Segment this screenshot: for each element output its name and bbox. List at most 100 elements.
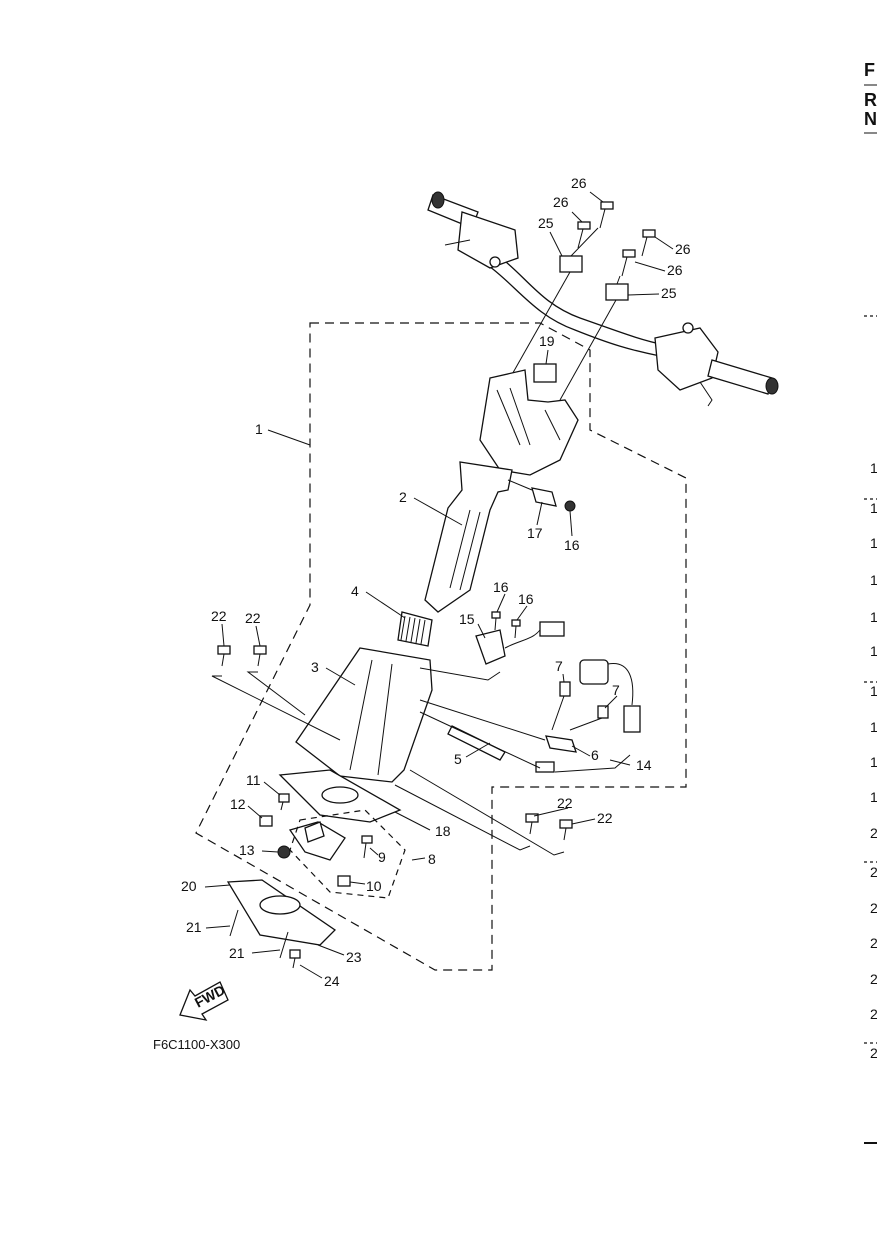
gasket-18 xyxy=(278,769,402,823)
callout-14: 14 xyxy=(636,757,652,773)
edge-row-3: 1 xyxy=(870,535,877,551)
edge-row-17: 2 xyxy=(870,1045,877,1061)
bolt-26-d xyxy=(621,249,636,277)
pin-21-b xyxy=(279,931,289,959)
callout-9: 9 xyxy=(378,849,386,865)
edge-row-16: 2 xyxy=(870,1006,877,1022)
edge-row-11: 2 xyxy=(870,825,877,841)
callout-1: 1 xyxy=(255,421,263,437)
column-tube-3 xyxy=(295,647,433,783)
callout-6: 6 xyxy=(591,747,599,763)
pin-21-a xyxy=(229,909,239,937)
edge-row-10: 1 xyxy=(870,789,877,805)
callout-25-a: 25 xyxy=(538,215,554,231)
callout-7-a: 7 xyxy=(555,658,563,674)
bolt-11 xyxy=(278,793,290,811)
bolt-26-c xyxy=(641,229,656,257)
screw-16-a xyxy=(491,611,501,631)
edge-row-5: 1 xyxy=(870,609,877,625)
callout-11: 11 xyxy=(246,772,261,788)
bolt-22-d xyxy=(559,819,573,841)
callout-26-a: 26 xyxy=(571,175,587,191)
bolt-9 xyxy=(361,835,373,859)
callout-12: 12 xyxy=(230,796,246,812)
callout-16-c: 16 xyxy=(564,537,580,553)
bolt-22-c xyxy=(525,813,539,835)
callout-2: 2 xyxy=(399,489,407,505)
holder-cap-25-right xyxy=(605,283,629,301)
bolt-22-a xyxy=(217,645,231,667)
callout-22-c: 22 xyxy=(557,795,573,811)
screw-7-a xyxy=(551,681,571,731)
clip-12 xyxy=(259,815,273,827)
edge-row-2: 1 xyxy=(870,500,877,516)
callout-4: 4 xyxy=(351,583,359,599)
assembly-boundary xyxy=(195,322,687,971)
sensor-14 xyxy=(579,659,641,733)
edge-header-letter-3: N xyxy=(864,109,877,129)
edge-row-14: 2 xyxy=(870,935,877,951)
callout-20: 20 xyxy=(181,878,197,894)
callout-26-c: 26 xyxy=(675,241,691,257)
edge-row-9: 1 xyxy=(870,754,877,770)
leader-lines xyxy=(204,191,674,979)
callout-24: 24 xyxy=(324,973,340,989)
callout-8: 8 xyxy=(428,851,436,867)
fwd-arrow-icon: FWD xyxy=(179,981,229,1021)
callout-22-a: 22 xyxy=(211,608,227,624)
edge-row-4: 1 xyxy=(870,572,877,588)
callout-26-d: 26 xyxy=(667,262,683,278)
callout-7-b: 7 xyxy=(612,682,620,698)
screw-7-b xyxy=(569,705,609,731)
callout-21-a: 21 xyxy=(186,919,202,935)
bracket-17 xyxy=(531,487,557,507)
left-switch-housing xyxy=(444,211,519,269)
callout-13: 13 xyxy=(239,842,255,858)
callout-22-d: 22 xyxy=(597,810,613,826)
callout-16-b: 16 xyxy=(518,591,534,607)
sensor-15 xyxy=(475,621,565,665)
bolt-24 xyxy=(289,949,301,969)
callout-10: 10 xyxy=(366,878,382,894)
callout-16-a: 16 xyxy=(493,579,509,595)
grommet-6 xyxy=(535,761,555,773)
bolt-26-a xyxy=(599,201,614,229)
edge-row-1: 1 xyxy=(870,460,877,476)
callout-22-b: 22 xyxy=(245,610,261,626)
edge-row-15: 2 xyxy=(870,971,877,987)
callout-3: 3 xyxy=(311,659,319,675)
right-switch-housing xyxy=(654,322,719,407)
callout-labels: 1 2 3 4 5 6 7 7 8 9 10 11 12 13 14 15 16… xyxy=(181,175,691,989)
edge-header-letter-1: F xyxy=(864,60,875,80)
bolt-22-b xyxy=(253,645,267,667)
callout-23: 23 xyxy=(346,949,362,965)
callout-15: 15 xyxy=(459,611,475,627)
callout-19: 19 xyxy=(539,333,555,349)
steering-column xyxy=(424,461,513,613)
edge-row-8: 1 xyxy=(870,719,877,735)
nut-13 xyxy=(277,845,291,859)
edge-row-6: 1 xyxy=(870,643,877,659)
callout-26-b: 26 xyxy=(553,194,569,210)
bracket-8 xyxy=(288,821,346,861)
collar-10 xyxy=(337,875,351,887)
screw-16-b xyxy=(511,619,521,639)
right-edge-column: F R N 1 1 1 1 1 1 1 1 1 1 2 2 2 2 2 2 2 xyxy=(864,60,877,1144)
bolt-26-b xyxy=(577,221,591,249)
plate-20 xyxy=(226,879,337,946)
edge-row-7: 1 xyxy=(870,683,877,699)
figure-code: F6C1100-X300 xyxy=(153,1037,240,1052)
edge-row-12: 2 xyxy=(870,864,877,880)
bracket-6 xyxy=(545,735,577,753)
spline-4 xyxy=(397,611,433,647)
right-grip xyxy=(707,359,779,395)
handlebar-holder xyxy=(479,369,579,476)
callout-18: 18 xyxy=(435,823,451,839)
callout-17: 17 xyxy=(527,525,543,541)
callout-5: 5 xyxy=(454,751,462,767)
screw-16-c xyxy=(564,500,576,512)
edge-row-13: 2 xyxy=(870,900,877,916)
callout-21-b: 21 xyxy=(229,945,245,961)
part-19 xyxy=(533,363,557,383)
